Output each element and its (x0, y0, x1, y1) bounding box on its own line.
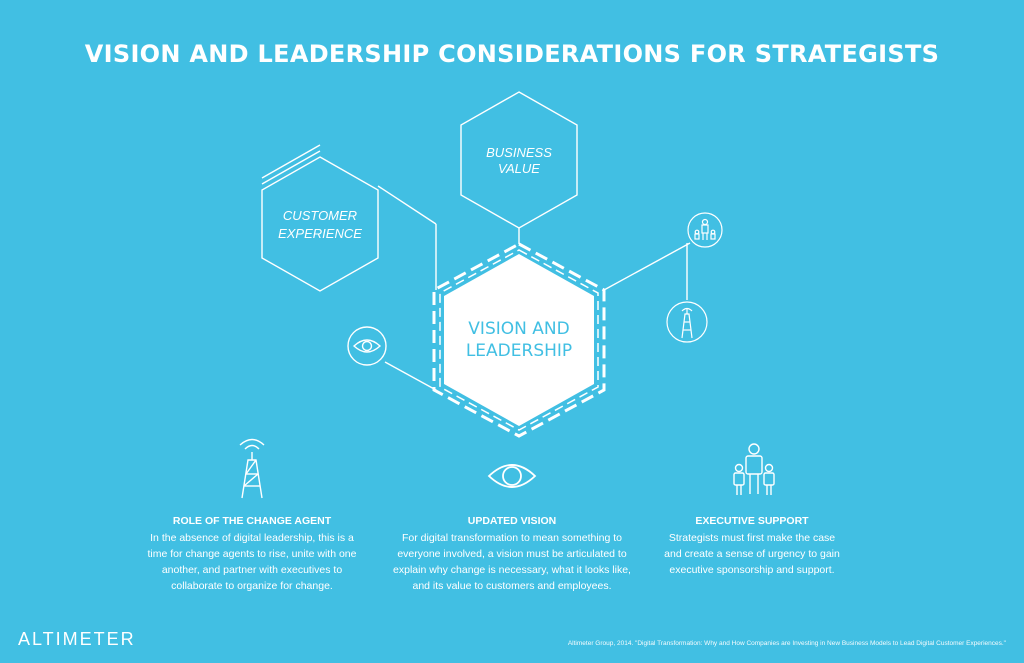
change-agent-line: In the absence of digital leadership, th… (150, 532, 354, 544)
customer-experience-label-line1: CUSTOMER (283, 208, 357, 223)
center-hexagon (444, 254, 594, 426)
executive-support-line: and create a sense of urgency to gain (664, 548, 840, 560)
tower-circle-icon (666, 301, 708, 343)
change-agent-heading: ROLE OF THE CHANGE AGENT (172, 515, 332, 527)
executive-support-section: EXECUTIVE SUPPORT Strategists must first… (652, 513, 852, 578)
updated-vision-line: everyone involved, a vision must be arti… (397, 548, 627, 560)
eye-icon (487, 464, 537, 488)
executive-support-line: Strategists must first make the case (668, 532, 836, 544)
updated-vision-line: explain why change is necessary, what it… (393, 564, 631, 576)
updated-vision-line: and its value to customers and employees… (412, 580, 612, 592)
center-label-line1: VISION AND (468, 319, 569, 339)
change-agent-line: collaborate to organize for change. (171, 580, 333, 592)
center-hexagon-inner-outline (439, 249, 599, 431)
center-hexagon-outline (432, 242, 606, 438)
decorative-line (261, 144, 321, 179)
change-agent-line: time for change agents to rise, unite wi… (147, 548, 357, 560)
executive-support-line: executive sponsorship and support. (669, 564, 835, 576)
updated-vision-section: UPDATED VISION For digital transformatio… (392, 513, 632, 594)
connector-line (384, 361, 437, 391)
customer-experience-hexagon (261, 156, 379, 292)
altimeter-logo: ALTIMETER (18, 629, 136, 649)
connector-line (603, 242, 691, 291)
change-agent-section: ROLE OF THE CHANGE AGENT In the absence … (142, 513, 362, 594)
people-circle-icon (687, 212, 723, 248)
citation-text: Altimeter Group, 2014. "Digital Transfor… (567, 640, 1006, 647)
business-value-label-line2: VALUE (498, 161, 540, 176)
business-value-hexagon (460, 91, 578, 229)
change-agent-line: another, and partner with executives to (161, 564, 343, 576)
connector-line (377, 185, 437, 225)
updated-vision-line: For digital transformation to mean somet… (401, 532, 623, 544)
people-icon (733, 443, 775, 495)
tower-icon (239, 438, 265, 499)
decorative-line (261, 150, 321, 185)
executive-support-heading: EXECUTIVE SUPPORT (695, 515, 809, 527)
business-value-label-line1: BUSINESS (486, 145, 552, 160)
center-label-line2: LEADERSHIP (466, 341, 572, 361)
updated-vision-heading: UPDATED VISION (467, 515, 557, 527)
eye-circle-icon (347, 326, 387, 366)
page-title: VISION AND LEADERSHIP CONSIDERATIONS FOR… (84, 40, 940, 68)
customer-experience-label-line2: EXPERIENCE (278, 226, 362, 241)
